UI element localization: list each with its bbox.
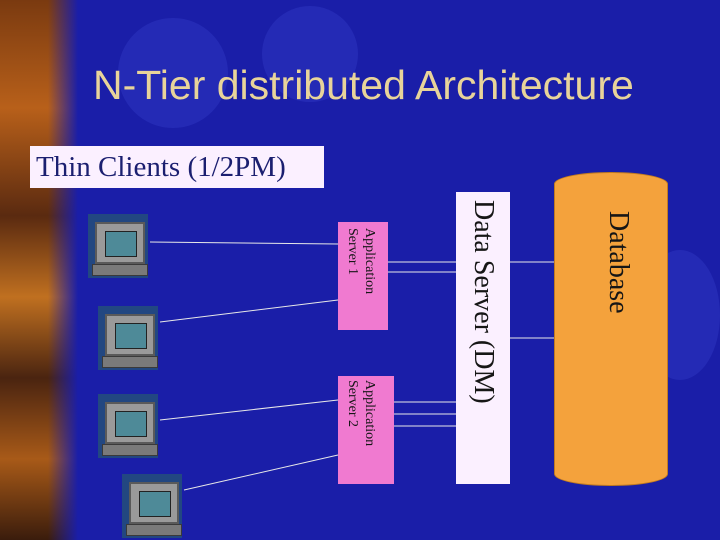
slide-title: N-Tier distributed Architecture	[93, 62, 634, 108]
app-server-1-line1: Application	[362, 228, 377, 295]
link-app2-dataserver	[394, 401, 456, 427]
link-client2-app1	[159, 299, 339, 323]
computer-icon	[139, 491, 171, 517]
thin-clients-label: Thin Clients (1/2PM)	[30, 146, 324, 188]
application-server-1: Application Server 1	[338, 222, 388, 330]
database-label: Database	[603, 211, 634, 314]
app-server-2-line1: Application	[362, 380, 377, 447]
link-client3-app2	[159, 399, 339, 421]
link-app1-dataserver	[388, 261, 456, 273]
computer-icon	[105, 231, 137, 257]
data-server-label: Data Server (DM)	[468, 200, 499, 404]
client-computer-4	[126, 480, 182, 538]
computer-icon	[115, 411, 147, 437]
computer-icon	[115, 323, 147, 349]
client-computer-2	[102, 312, 158, 370]
database-cylinder: Database	[554, 172, 668, 486]
app-server-2-line2: Server 2	[345, 380, 360, 428]
application-server-2: Application Server 2	[338, 376, 394, 484]
client-computer-3	[102, 400, 158, 458]
data-server: Data Server (DM)	[456, 192, 510, 484]
decorative-side-image	[0, 0, 78, 540]
link-client4-app2	[183, 454, 339, 491]
app-server-1-line2: Server 1	[345, 228, 360, 276]
gear-icon	[118, 18, 228, 128]
link-client1-app1	[149, 241, 339, 245]
gear-icon	[262, 6, 358, 102]
client-computer-1	[92, 220, 148, 278]
